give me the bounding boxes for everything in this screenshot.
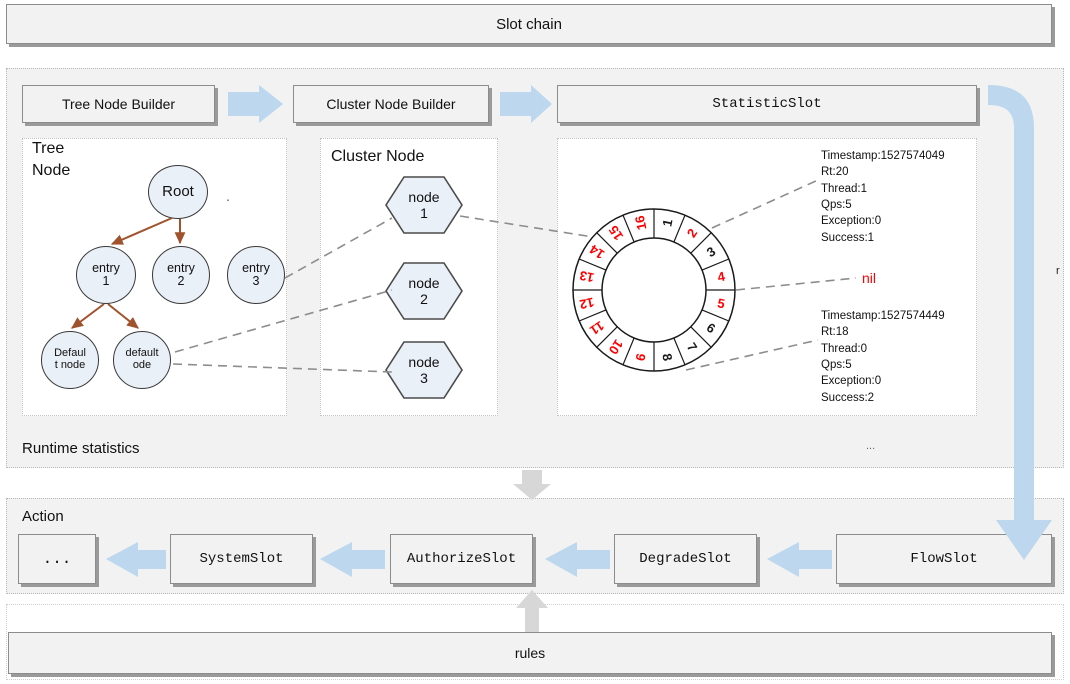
action-slot-system-label: SystemSlot: [199, 551, 284, 567]
cluster-node-builder-box[interactable]: Cluster Node Builder: [293, 85, 489, 123]
runtime-section-label: Runtime statistics: [22, 440, 140, 457]
cluster-node-3[interactable]: node 3: [385, 341, 463, 399]
cluster-node-builder-label: Cluster Node Builder: [326, 96, 456, 112]
action-section-label: Action: [22, 508, 64, 525]
defaultnode1-line2: t node: [54, 359, 86, 371]
entry3-line2: 3: [252, 274, 260, 288]
tree-node-entry-2[interactable]: entry 2: [152, 246, 210, 304]
runtime-ellipsis: ...: [866, 440, 876, 452]
tree-node-builder-label: Tree Node Builder: [61, 96, 176, 112]
action-slot-degrade-label: DegradeSlot: [639, 551, 732, 567]
action-slot-authorize-label: AuthorizeSlot: [406, 551, 517, 567]
action-slot-ellipsis-label: ...: [42, 550, 72, 568]
cluster-node-1[interactable]: node 1: [385, 176, 463, 234]
defaultnode2-line2: ode: [132, 359, 152, 371]
slot-chain-header: Slot chain: [6, 4, 1052, 44]
action-slot-authorize[interactable]: AuthorizeSlot: [390, 534, 533, 584]
action-slot-flow-label: FlowSlot: [910, 551, 978, 567]
tree-node-default-node-1[interactable]: Defaul t node: [41, 331, 99, 389]
cluster-node-title: Cluster Node: [331, 148, 425, 165]
nil-label: nil: [862, 270, 877, 286]
action-slot-flow[interactable]: FlowSlot: [836, 534, 1052, 584]
stats-block-bottom: Timestamp:1527574449 Rt:18 Thread:0 Qps:…: [821, 310, 945, 404]
arrow-runtime-to-action: [513, 470, 551, 500]
tree-node-entry-3[interactable]: entry 3: [227, 246, 285, 304]
entry2-line1: entry: [167, 260, 195, 275]
cluster-node-2[interactable]: node 2: [385, 262, 463, 320]
slot-chain-title: Slot chain: [496, 15, 562, 33]
action-slot-system[interactable]: SystemSlot: [170, 534, 313, 584]
statistic-slot-label: StatisticSlot: [712, 96, 822, 112]
cluster-node-3-line1: node: [408, 353, 440, 370]
statistic-slot-box[interactable]: StatisticSlot: [557, 85, 977, 123]
tree-node-builder-box[interactable]: Tree Node Builder: [22, 85, 215, 123]
entry1-line2: 1: [102, 274, 110, 288]
tree-node-root-label: Root: [162, 183, 194, 201]
action-slot-degrade[interactable]: DegradeSlot: [614, 534, 757, 584]
cluster-node-3-line2: 3: [420, 370, 428, 386]
tree-node-entry-1[interactable]: entry 1: [76, 246, 136, 304]
tree-node-root[interactable]: Root: [148, 165, 208, 219]
cluster-node-1-line1: node: [408, 188, 440, 205]
rules-box[interactable]: rules: [8, 632, 1052, 674]
rules-label: rules: [514, 645, 546, 661]
tree-node-default-node-2[interactable]: default ode: [113, 331, 171, 389]
cluster-node-2-line1: node: [408, 274, 440, 291]
tree-decorative-dot: .: [226, 188, 230, 204]
side-marker-label: r: [1056, 265, 1060, 277]
entry3-line1: entry: [242, 260, 270, 275]
defaultnode1-line1: Defaul: [54, 347, 86, 360]
stats-block-top: Timestamp:1527574049 Rt:20 Thread:1 Qps:…: [821, 150, 945, 244]
tree-node-title-line1: Tree: [32, 140, 65, 157]
defaultnode2-line1: default: [125, 347, 159, 360]
cluster-node-2-line2: 2: [420, 291, 428, 307]
entry2-line2: 2: [177, 274, 185, 288]
entry1-line1: entry: [92, 260, 120, 275]
tree-node-title-line2: Node: [32, 162, 71, 179]
action-slot-ellipsis[interactable]: ...: [18, 534, 96, 584]
cluster-node-1-line2: 1: [420, 205, 428, 221]
